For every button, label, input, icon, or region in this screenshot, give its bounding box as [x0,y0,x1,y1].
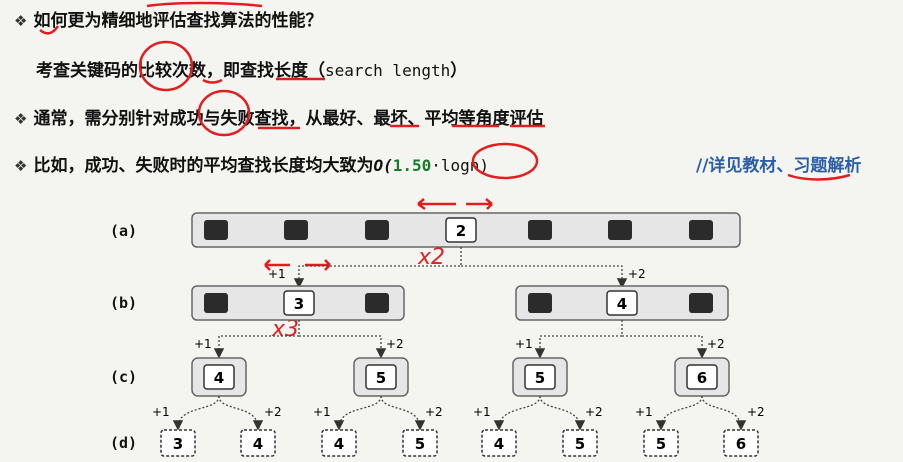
line4-pre: 比如，成功、失败时的平均查找长度均大致为 [33,156,374,176]
node-d-0: 3 [173,435,183,453]
bullet-icon: ❖ [14,12,28,30]
row-label-b: (b) [110,294,138,312]
edge-b1-right: +2 [707,337,725,351]
edge-c3-left: +1 [635,405,653,419]
edge-c0-right: +2 [264,405,282,419]
node-c-2: 5 [535,369,545,387]
row-label-c: (c) [110,368,138,386]
node-d-3: 5 [415,435,425,453]
see-textbook-note: //详见教材、习题解析 [696,156,862,176]
edge-c2-left: +1 [473,405,491,419]
edge-b0-right: +2 [386,337,404,351]
node-b-1: 4 [617,295,627,313]
edge-a-right: +2 [628,267,646,281]
node-d-2: 4 [334,435,344,453]
line4-bigo: O( [373,156,393,175]
row-b-node-left [283,290,315,316]
edge-b0-left: +1 [194,337,212,351]
row-c-nodes: 4 5 5 6 [191,357,730,397]
row-label-a: (a) [110,222,138,240]
line2-post: ） [450,61,468,81]
bullet-icon: ❖ [14,157,28,175]
edge-c1-right: +2 [425,405,443,419]
bullet-icon: ❖ [14,110,28,128]
line2-term: search length [325,61,451,80]
line1-text: 如何更为精细地评估查找算法的性能？ [33,11,323,31]
node-d-7: 6 [736,435,746,453]
node-b-0: 3 [294,295,304,313]
node-d-4: 4 [494,435,504,453]
node-c-3: 6 [697,369,707,387]
line3-text: 通常，需分别针对成功与失败查找，从最好、最坏、平均等角度评估 [33,109,544,129]
row-a-pivot-node [445,217,477,243]
line4-coef: 1.50 [392,156,432,175]
edge-c0-left: +1 [152,405,170,419]
red-annotations [39,1,851,271]
edge-c1-left: +1 [313,405,331,419]
node-d-1: 4 [253,435,263,453]
edge-c2-right: +2 [585,405,603,419]
bullet-line-4: ❖ 比如，成功、失败时的平均查找长度均大致为O(1.50·logn) [14,151,489,176]
line4-log: ·logn) [431,156,490,175]
line2-pre: 考查关键码的比较次数，即查找长度（ [36,61,325,81]
row-a-dark-cells [204,220,713,240]
row-d-leaves [160,429,759,457]
node-c-0: 4 [214,369,224,387]
edge-c3-right: +2 [747,405,765,419]
node-d-5: 5 [575,435,585,453]
annotation-x3: x3 [271,317,299,342]
line-2: 考查关键码的比较次数，即查找长度（search length） [36,56,467,81]
node-c-1: 5 [376,369,386,387]
row-label-d: (d) [110,434,138,452]
bullet-line-1: ❖ 如何更为精细地评估查找算法的性能？ [14,6,322,31]
edge-b1-left: +1 [515,337,533,351]
bullet-line-3: ❖ 通常，需分别针对成功与失败查找，从最好、最坏、平均等角度评估 [14,104,543,129]
edge-a-left: +1 [268,267,286,281]
node-a-label: 2 [456,222,466,240]
row-b-node-right [606,290,638,316]
node-d-6: 5 [656,435,666,453]
